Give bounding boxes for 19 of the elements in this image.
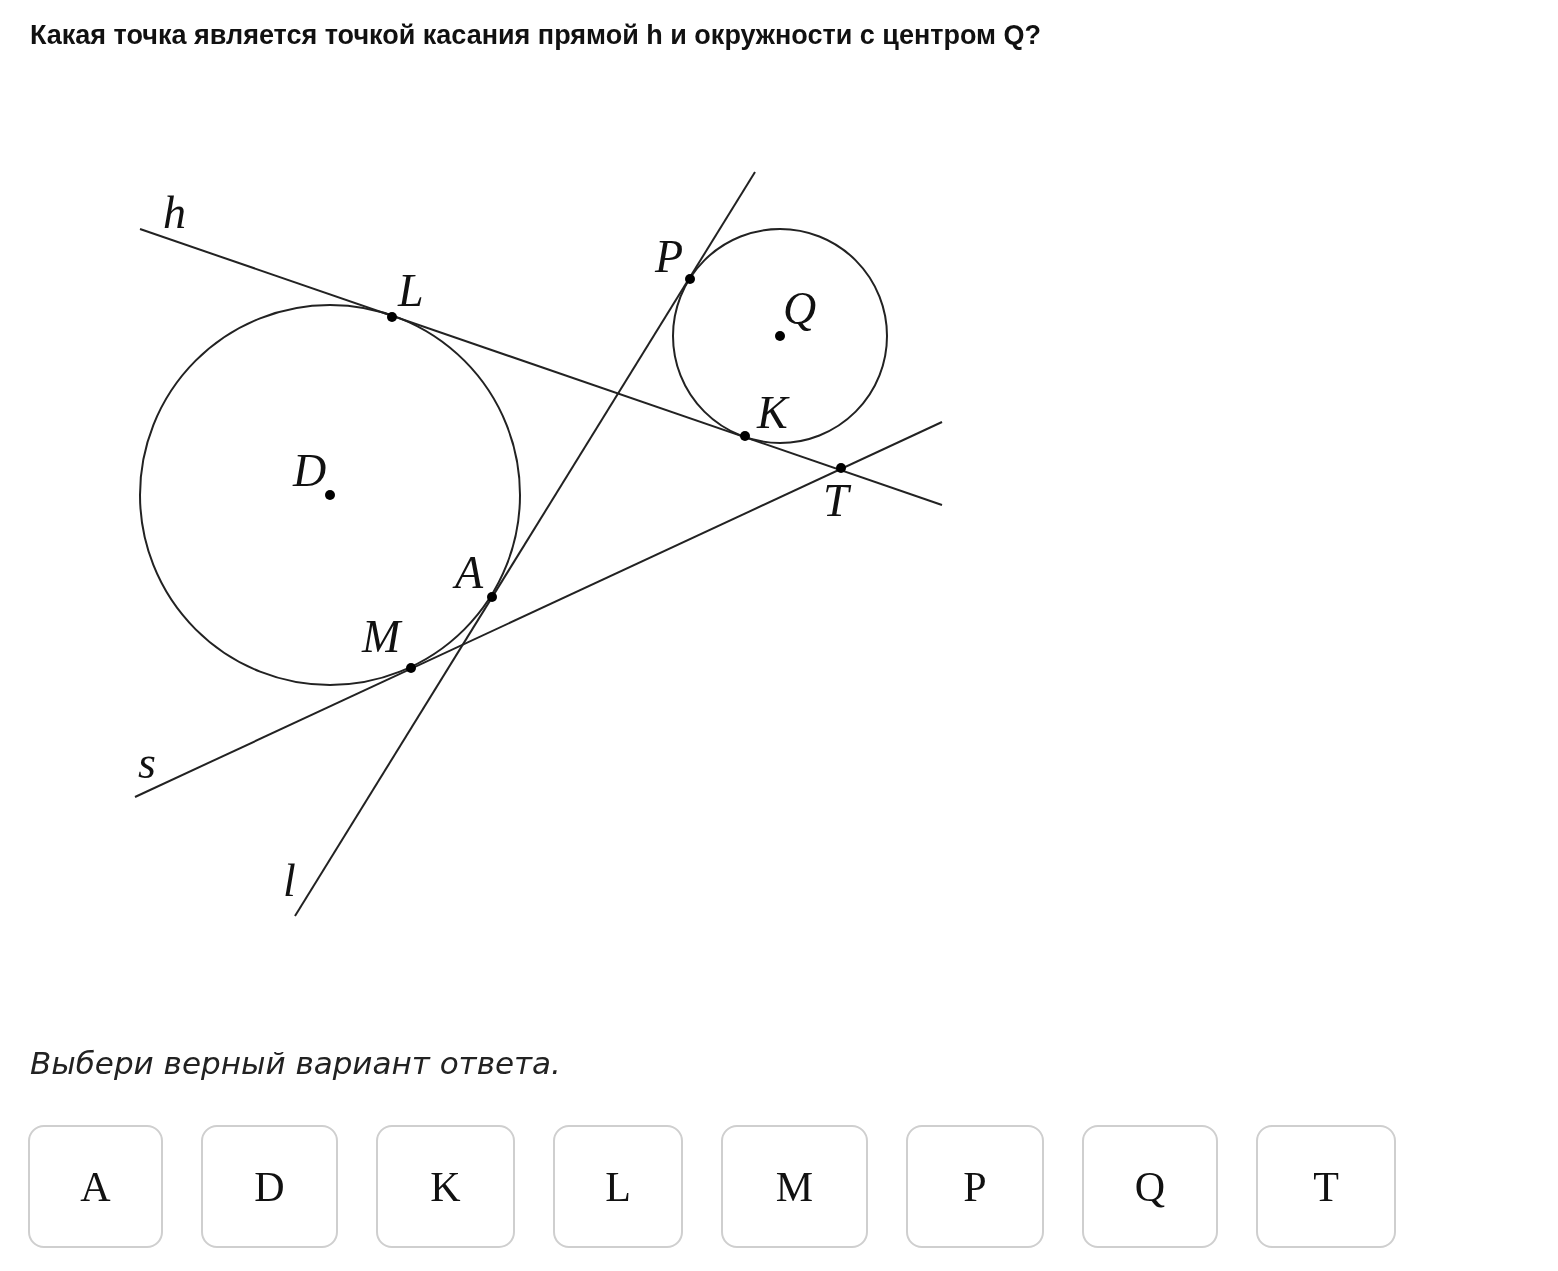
point-label: D [293, 448, 327, 494]
answer-button: D [201, 1125, 338, 1248]
point-label: M [362, 614, 401, 660]
answer-button: T [1256, 1125, 1396, 1248]
answer-button: A [28, 1125, 163, 1248]
answer-button: K [376, 1125, 515, 1248]
answer-button: Q [1082, 1125, 1218, 1248]
instruction-text: Выбери верный вариант ответа. [30, 1045, 561, 1081]
answer-button: P [906, 1125, 1044, 1248]
point-label: K [757, 390, 788, 436]
point-label: P [655, 234, 684, 280]
line-label: l [283, 858, 296, 904]
question-text: Какая точка является точкой касания прямой h и окружности с центром Q? [30, 20, 1042, 51]
point-label: Q [783, 286, 817, 332]
line-label: h [163, 190, 186, 236]
answer-button: L [553, 1125, 683, 1248]
point-label: L [398, 268, 424, 314]
line-label: s [138, 740, 156, 786]
answer-button: M [721, 1125, 868, 1248]
